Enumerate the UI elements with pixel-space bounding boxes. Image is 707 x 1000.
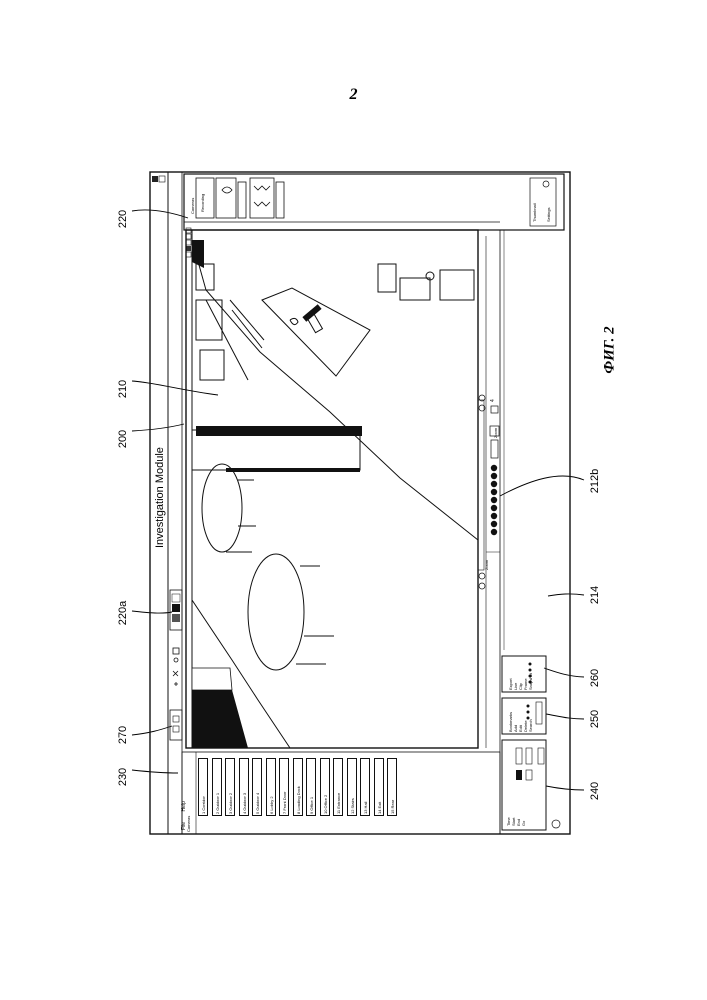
camera-list-item[interactable]: 11 Entrance xyxy=(333,758,343,816)
thumbnail-footer-left: Thumbnail xyxy=(532,203,537,222)
thumbnail-panel-title: Cameras xyxy=(190,198,195,214)
camera-list-item-label: 6 Lobby 2 xyxy=(269,796,274,814)
camera-list-item-label: 2 Outdoor 1 xyxy=(215,793,220,814)
panel-240: Time Start End Go xyxy=(506,817,526,826)
window-title-wrap: Investigation Module xyxy=(154,447,166,548)
camera-list-item[interactable]: 10 Office 2 xyxy=(320,758,330,816)
camera-list-item[interactable]: 2 Outdoor 1 xyxy=(212,758,222,816)
camera-list-item-label: 14 Exit xyxy=(377,802,382,814)
panel-260-option[interactable]: Snapshot xyxy=(528,673,533,690)
camera-list-item[interactable]: 14 Exit xyxy=(374,758,384,816)
camera-list-item-label: 13 Hall xyxy=(363,802,368,814)
camera-list-item[interactable]: 7 Front Door xyxy=(279,758,289,816)
window-title: Investigation Module xyxy=(154,447,166,548)
camera-list-item[interactable]: 1 Corridor xyxy=(198,758,208,816)
camera-list-item-label: 5 Outdoor 4 xyxy=(255,793,260,814)
camera-list-item-label: 3 Outdoor 2 xyxy=(228,793,233,814)
thumbnail-footer-right-wrap[interactable]: Settings xyxy=(546,208,551,222)
camera-list-item[interactable]: 13 Hall xyxy=(360,758,370,816)
speed-value-wrap: 4 xyxy=(491,399,496,402)
camera-list-item-label: 8 Loading Dock xyxy=(296,786,301,814)
camera-list-item-label: 1 Corridor xyxy=(201,796,206,814)
camera-list-header: Cameras xyxy=(186,754,191,832)
panel-250: Bookmarks Add Edit Delete Search xyxy=(508,712,533,732)
thumbnail-panel-label: Recording xyxy=(200,194,205,212)
camera-list-item-label: 10 Office 2 xyxy=(323,795,328,814)
camera-list-item[interactable]: 3 Outdoor 2 xyxy=(225,758,235,816)
camera-list-item-label: 9 Office 1 xyxy=(309,797,314,814)
thumbnail-panel-label-wrap: Recording xyxy=(200,194,205,212)
zoom-label-wrap: Zoom xyxy=(493,428,498,438)
camera-list-item[interactable]: 4 Outdoor 3 xyxy=(239,758,249,816)
camera-list-item-label: 4 Outdoor 3 xyxy=(242,793,247,814)
camera-list-item[interactable]: 5 Outdoor 4 xyxy=(252,758,262,816)
thumbnail-settings-button[interactable]: Settings xyxy=(546,208,551,222)
timeline-label: Zoom xyxy=(484,560,489,570)
camera-list-item-label: 11 Entrance xyxy=(336,793,341,814)
panel-260: Export Live Clip Frame Snapshot xyxy=(508,673,533,690)
camera-list-item[interactable]: 12 Stairs xyxy=(347,758,357,816)
camera-list-item[interactable]: 6 Lobby 2 xyxy=(266,758,276,816)
camera-list-item[interactable]: 15 Rear xyxy=(387,758,397,816)
camera-list-item-label: 12 Stairs xyxy=(350,798,355,814)
zoom-label: Zoom xyxy=(493,428,498,438)
thumbnail-panel-title-wrap: Cameras xyxy=(190,198,195,214)
camera-list-item[interactable]: 8 Loading Dock xyxy=(293,758,303,816)
thumbnail-footer-left-wrap: Thumbnail xyxy=(532,203,537,222)
camera-list: Cameras xyxy=(186,754,191,832)
camera-list-item-label: 7 Front Door xyxy=(282,792,287,814)
speed-value: 4 xyxy=(491,399,496,402)
camera-list-item[interactable]: 9 Office 1 xyxy=(306,758,316,816)
timeline-label-wrap: Zoom xyxy=(484,560,489,570)
camera-list-item-label: 15 Rear xyxy=(390,800,395,814)
panel-250-search-button[interactable]: Search xyxy=(528,712,533,732)
panel-240-go-button[interactable]: Go xyxy=(521,817,526,826)
